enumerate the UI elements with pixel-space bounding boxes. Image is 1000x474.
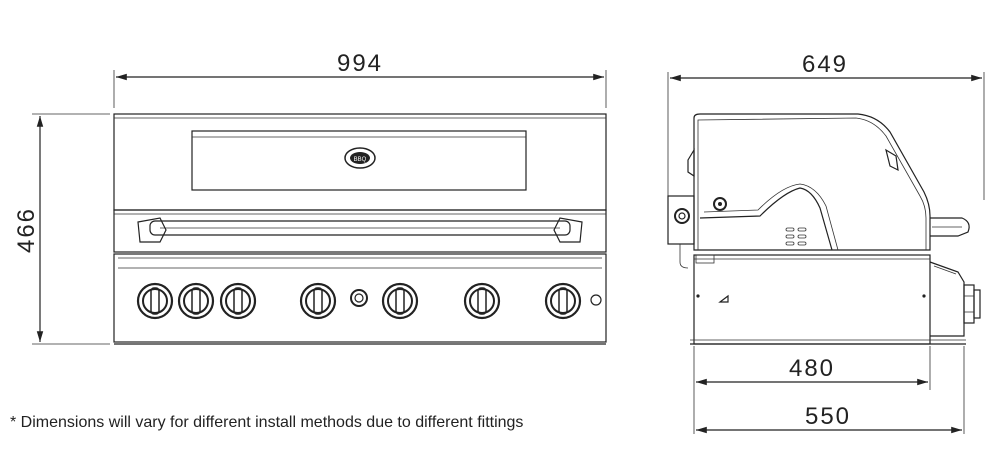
gas-fitting-icon: [929, 261, 981, 337]
vent-slots-icon: [785, 227, 807, 246]
dimension-side-depth: 649: [667, 51, 985, 200]
knob-icon-1: [136, 282, 174, 320]
overall-depth-label: 550: [805, 403, 851, 430]
rear-handle-icon: [930, 217, 970, 237]
cart-depth-label: 480: [789, 355, 835, 382]
front-width-label: 994: [337, 50, 383, 77]
logo-badge-icon: BBQ: [344, 147, 376, 169]
temperature-gauge-icon: [713, 197, 727, 211]
dimensions-note: * Dimensions will vary for different ins…: [10, 414, 524, 431]
svg-text:BBQ: BBQ: [354, 157, 367, 163]
side-knob-icon: [674, 208, 690, 224]
knob-icon-3: [219, 282, 257, 320]
knob-icon-2: [177, 282, 215, 320]
front-view: BBQ: [113, 113, 607, 345]
dimension-cart-depth: 480: [693, 346, 931, 434]
side-depth-label: 649: [802, 51, 848, 78]
knob-icon-7: [544, 282, 582, 320]
height-label: 466: [13, 207, 40, 253]
knob-icon-5: [381, 282, 419, 320]
knob-icon-4: [299, 282, 337, 320]
ignition-button-icon: [350, 289, 368, 307]
light-indicator-icon: [590, 294, 602, 306]
dimension-height: 466: [13, 113, 110, 345]
dimension-front-width: 994: [113, 50, 607, 108]
dimension-overall-depth: 550: [696, 346, 965, 434]
side-view: [667, 113, 981, 345]
hood-handle-icon: [137, 217, 583, 243]
knob-icon-6: [463, 282, 501, 320]
